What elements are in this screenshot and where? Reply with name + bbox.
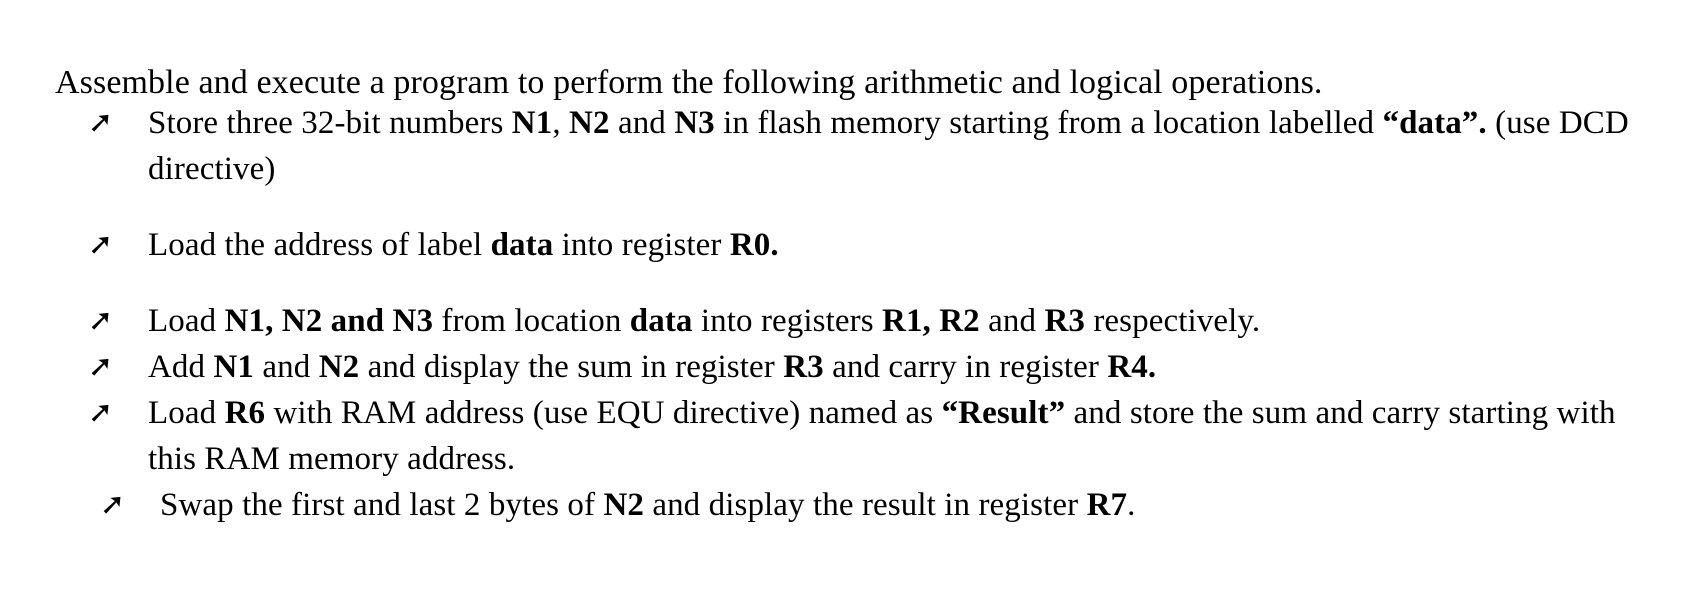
arrowhead-bullet-icon: ➚ <box>88 303 114 338</box>
list-item-text: Load R6 with RAM address (use EQU direct… <box>148 395 1616 477</box>
list-item-text: Add N1 and N2 and display the sum in reg… <box>148 349 1157 385</box>
list-item-store-numbers: ➚ Store three 32-bit numbers N1, N2 and N… <box>88 100 1668 192</box>
list-spacer <box>88 268 1668 298</box>
arrowhead-bullet-icon: ➚ <box>88 105 114 140</box>
list-item-text: Swap the first and last 2 bytes of N2 an… <box>160 487 1136 523</box>
arrowhead-bullet-icon: ➚ <box>88 395 114 430</box>
list-item-text: Load the address of label data into regi… <box>148 227 779 263</box>
list-item-add-display-sum: ➚ Add N1 and N2 and display the sum in re… <box>88 344 1668 390</box>
list-spacer <box>88 192 1668 222</box>
list-item-load-result-store: ➚ Load R6 with RAM address (use EQU direc… <box>88 390 1668 482</box>
instruction-list: ➚ Store three 32-bit numbers N1, N2 and N… <box>88 100 1668 528</box>
list-item-load-registers: ➚ Load N1, N2 and N3 from location data i… <box>88 298 1668 344</box>
list-item-swap-bytes: ➚ Swap the first and last 2 bytes of N2 a… <box>88 482 1668 528</box>
arrowhead-bullet-icon: ➚ <box>88 349 114 384</box>
arrowhead-bullet-icon: ➚ <box>88 227 114 262</box>
list-item-text: Store three 32-bit numbers N1, N2 and N3… <box>148 105 1629 187</box>
list-item-load-address: ➚ Load the address of label data into reg… <box>88 222 1668 268</box>
arrowhead-bullet-icon: ➚ <box>100 487 126 522</box>
intro-paragraph: Assemble and execute a program to perfor… <box>55 64 1323 101</box>
list-item-text: Load N1, N2 and N3 from location data in… <box>148 303 1261 339</box>
